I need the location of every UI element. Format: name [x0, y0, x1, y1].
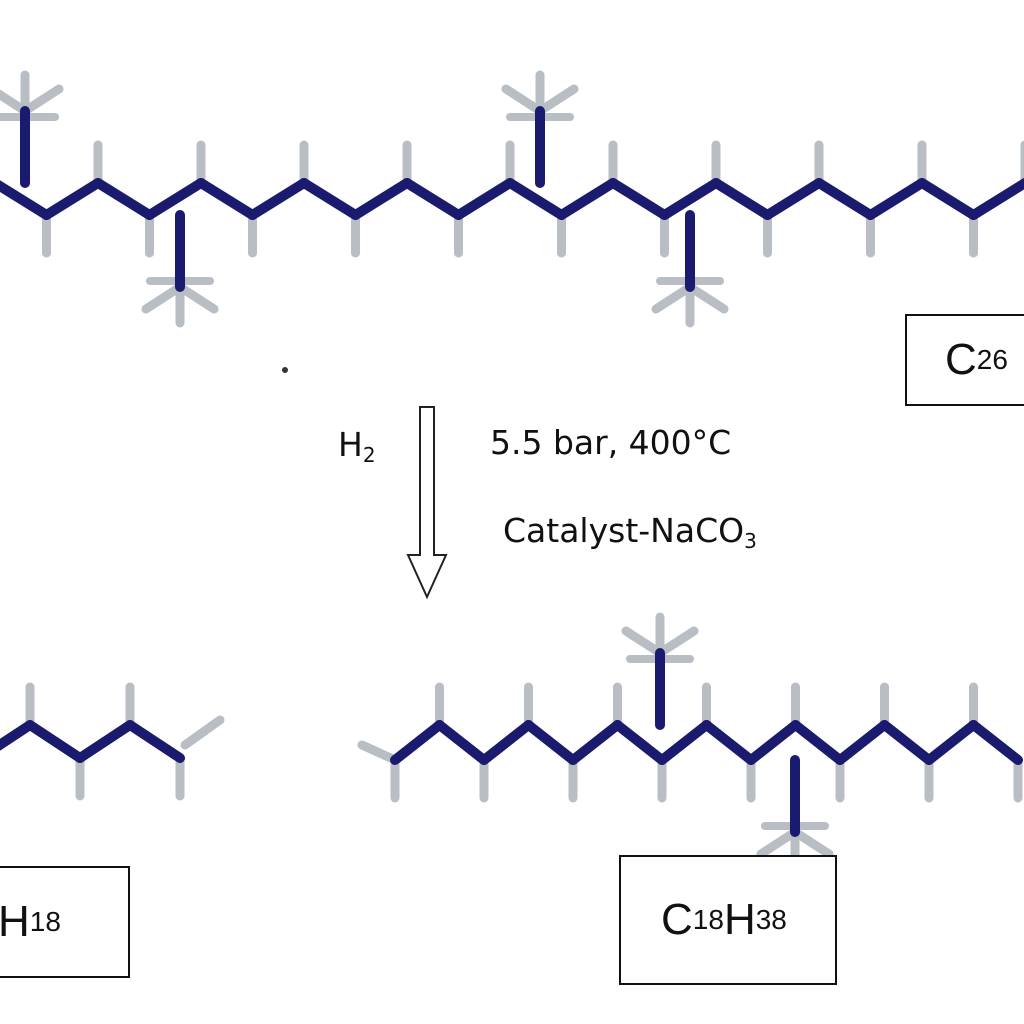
reactant-cc-bond [762, 178, 824, 220]
reactant-cc-bond [0, 180, 52, 220]
product-right-cc-bond [746, 720, 801, 765]
reactant-ch-bond [175, 282, 219, 314]
reactant-ch-bond [501, 84, 545, 116]
reactant-cc-bond [144, 178, 206, 220]
reagent-label: H2 [338, 425, 376, 467]
product-right-cc-bond [390, 720, 445, 765]
product-right-cc-bond [479, 720, 534, 765]
product-left-ch-bond [180, 715, 225, 750]
product-right-cc-bond [835, 720, 890, 765]
reactant-cc-bond [659, 178, 721, 220]
reactant-cc-bond [556, 178, 618, 220]
reactant-ch-bond [141, 282, 185, 314]
reactant-cc-bond [608, 178, 670, 220]
hydrogen-bonds-layer [0, 70, 1024, 873]
reactant-cc-bond [968, 178, 1024, 220]
reactant-cc-bond [299, 178, 361, 220]
product-right-ch-bond [357, 740, 400, 765]
product-right-cc-bond [523, 720, 578, 765]
reactant-ch-bond [535, 84, 579, 116]
product-right-ch-bond [790, 827, 834, 859]
reactant-cc-bond [402, 178, 464, 220]
conditions-pressure-temperature: 5.5 bar, 400°C [490, 423, 732, 462]
product-right-cc-bond [657, 720, 712, 765]
reactant-ch-bond [0, 89, 30, 116]
product-right-cc-bond [434, 720, 489, 765]
reactant-cc-bond [917, 178, 979, 220]
stray-dot [282, 367, 288, 373]
reactant-ch-bond [651, 282, 695, 314]
product-right-cc-bond [924, 720, 979, 765]
product-right-cc-bond [701, 720, 756, 765]
product-right-ch-bond [756, 827, 800, 859]
reactant-cc-bond [93, 178, 155, 220]
product-right-cc-bond [879, 720, 934, 765]
product-right-cc-bond [612, 720, 667, 765]
reactant-cc-bond [453, 178, 515, 220]
reaction-arrow [406, 406, 448, 600]
reactant-cc-bond [41, 178, 103, 220]
reactant-ch-bond [685, 282, 729, 314]
reactant-cc-bond [711, 178, 773, 220]
reactant-ch-bond [20, 84, 64, 116]
product-left-cc-bond [75, 720, 135, 763]
product-right-ch-bond [621, 626, 665, 658]
product-right-ch-bond [655, 626, 699, 658]
reactant-cc-bond [505, 178, 567, 220]
product-right-cc-bond [790, 720, 845, 765]
reactant-cc-bond [814, 178, 876, 220]
reactant-cc-bond [350, 178, 412, 220]
reactant-cc-bond [196, 178, 258, 220]
product-left-cc-bond [125, 720, 185, 763]
carbon-backbone-layer [0, 106, 1024, 837]
product-right-cc-bond [568, 720, 623, 765]
reactant-cc-bond [247, 178, 309, 220]
conditions-catalyst: Catalyst-NaCO3 [503, 511, 757, 553]
product-right-cc-bond [968, 720, 1023, 765]
product-left-cc-bond [25, 720, 85, 763]
reactant-cc-bond [865, 178, 927, 220]
product-left-cc-bond [0, 720, 35, 751]
